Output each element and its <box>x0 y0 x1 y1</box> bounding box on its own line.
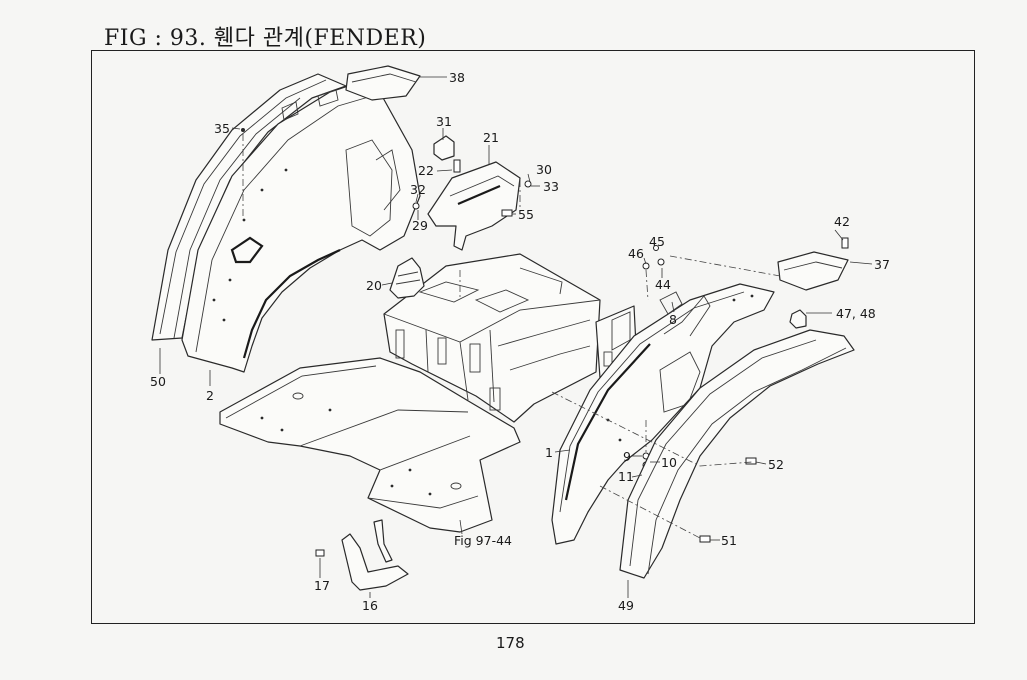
callout-45: 45 <box>649 234 665 249</box>
floor-platform <box>219 357 521 533</box>
callout-42: 42 <box>834 214 850 229</box>
callout-29: 29 <box>412 218 428 233</box>
callout-21: 21 <box>483 130 499 145</box>
right-fender-outer-panel <box>619 329 855 579</box>
callout-46: 46 <box>628 246 644 261</box>
callout-8: 8 <box>669 312 677 327</box>
callout-55: 55 <box>518 207 534 222</box>
callout-9: 9 <box>623 449 631 464</box>
callout-2: 2 <box>206 388 214 403</box>
callout-22: 22 <box>418 163 434 178</box>
page-number: 178 <box>496 634 525 652</box>
step-bracket-16 <box>341 519 409 591</box>
callout-50: 50 <box>150 374 166 389</box>
left-fender-inner-panel <box>181 81 421 373</box>
callout-17: 17 <box>314 578 330 593</box>
callout-38: 38 <box>449 70 465 85</box>
top-pad-38 <box>345 65 421 101</box>
callout-51: 51 <box>721 533 737 548</box>
callout-20: 20 <box>366 278 382 293</box>
leader-lines <box>159 76 873 598</box>
shift-boot-20 <box>389 257 425 299</box>
callout-37: 37 <box>874 257 890 272</box>
top-pad-37 <box>777 251 849 291</box>
callout-33: 33 <box>543 179 559 194</box>
callout-30: 30 <box>536 162 552 177</box>
center-box-frame <box>383 253 637 423</box>
callout-32: 32 <box>410 182 426 197</box>
callout-16: 16 <box>362 598 378 613</box>
callout-10: 10 <box>661 455 677 470</box>
callout-35: 35 <box>214 121 230 136</box>
callout-44: 44 <box>655 277 671 292</box>
callout-labels: 38 35 31 21 22 30 33 32 29 55 20 42 45 4… <box>150 70 890 613</box>
drawing-frame <box>91 50 975 624</box>
assembly-lines <box>242 134 781 539</box>
callout-47-48: 47, 48 <box>836 306 876 321</box>
bracket-47-48 <box>789 309 807 329</box>
figure-title: FIG : 93. 휀다 관계(FENDER) <box>104 26 427 51</box>
callout-49: 49 <box>618 598 634 613</box>
callout-11: 11 <box>618 469 634 484</box>
callout-1: 1 <box>545 445 553 460</box>
bracket-21 <box>427 161 521 251</box>
callout-52: 52 <box>768 457 784 472</box>
bracket-31 <box>433 135 455 161</box>
callout-fig-ref: Fig 97-44 <box>454 533 512 548</box>
callout-31: 31 <box>436 114 452 129</box>
